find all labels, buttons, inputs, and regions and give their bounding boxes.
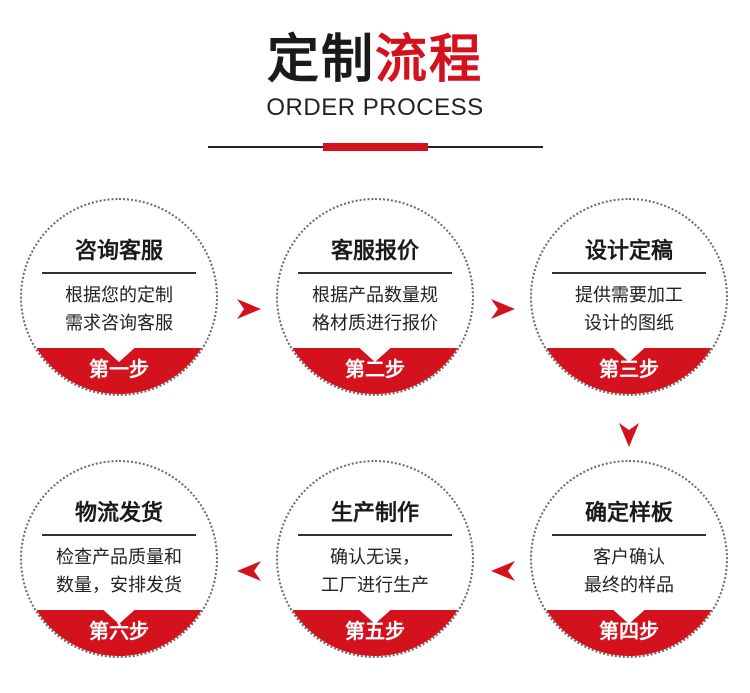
step-description: 提供需要加工 设计的图纸	[532, 282, 726, 338]
step-description: 根据您的定制 需求咨询客服	[22, 282, 216, 338]
step-desc-line: 检查产品质量和	[56, 547, 182, 568]
step-title: 客服报价	[330, 239, 419, 264]
step-label: 第一步	[89, 357, 149, 381]
step-title: 确定样板	[584, 501, 673, 526]
step-description: 根据产品数量规 格材质进行报价	[278, 282, 472, 338]
step-label: 第四步	[599, 619, 659, 643]
page-title: 定制流程	[0, 28, 750, 92]
step-desc-line: 提供需要加工	[575, 285, 683, 306]
page-subtitle: ORDER PROCESS	[266, 94, 484, 121]
step-divider	[298, 534, 452, 536]
arrow-left-icon	[237, 561, 261, 581]
arrow-right-icon	[237, 299, 261, 319]
step-description: 确认无误， 工厂进行生产	[278, 544, 472, 600]
step-desc-line: 根据您的定制	[65, 285, 173, 306]
step-desc-line: 设计的图纸	[584, 313, 674, 334]
title-dark-part: 定制	[266, 30, 375, 90]
arrow-left-icon	[491, 561, 515, 581]
step-desc-line: 格材质进行报价	[312, 313, 438, 334]
step-label: 第二步	[345, 357, 405, 381]
step-title: 设计定稿	[584, 239, 673, 264]
step-divider	[552, 534, 706, 536]
step-description: 检查产品质量和 数量，安排发货	[22, 544, 216, 600]
step-desc-line: 根据产品数量规	[312, 285, 438, 306]
step-label: 第五步	[345, 619, 405, 643]
step-5-circle: 生产制作 确认无误， 工厂进行生产 第五步	[276, 460, 474, 658]
step-desc-line: 数量，安排发货	[56, 575, 182, 596]
step-1-circle: 咨询客服 根据您的定制 需求咨询客服 第一步	[20, 198, 218, 396]
title-red-part: 流程	[375, 30, 484, 90]
step-desc-line: 确认无误，	[330, 547, 420, 568]
title-divider-accent	[323, 143, 428, 151]
step-divider	[42, 272, 196, 274]
step-title: 咨询客服	[74, 239, 163, 264]
step-description: 客户确认 最终的样品	[532, 544, 726, 600]
step-2-circle: 客服报价 根据产品数量规 格材质进行报价 第二步	[276, 198, 474, 396]
step-desc-line: 需求咨询客服	[65, 313, 173, 334]
step-desc-line: 最终的样品	[584, 575, 674, 596]
step-title: 物流发货	[74, 501, 163, 526]
step-3-circle: 设计定稿 提供需要加工 设计的图纸 第三步	[530, 198, 728, 396]
step-label: 第三步	[599, 357, 659, 381]
step-divider	[298, 272, 452, 274]
step-desc-line: 客户确认	[593, 547, 665, 568]
step-4-circle: 确定样板 客户确认 最终的样品 第四步	[530, 460, 728, 658]
step-divider	[552, 272, 706, 274]
step-title: 生产制作	[330, 501, 419, 526]
step-divider	[42, 534, 196, 536]
step-desc-line: 工厂进行生产	[321, 575, 429, 596]
arrow-down-icon	[619, 423, 639, 447]
arrow-right-icon	[491, 299, 515, 319]
step-label: 第六步	[89, 619, 149, 643]
step-6-circle: 物流发货 检查产品质量和 数量，安排发货 第六步	[20, 460, 218, 658]
